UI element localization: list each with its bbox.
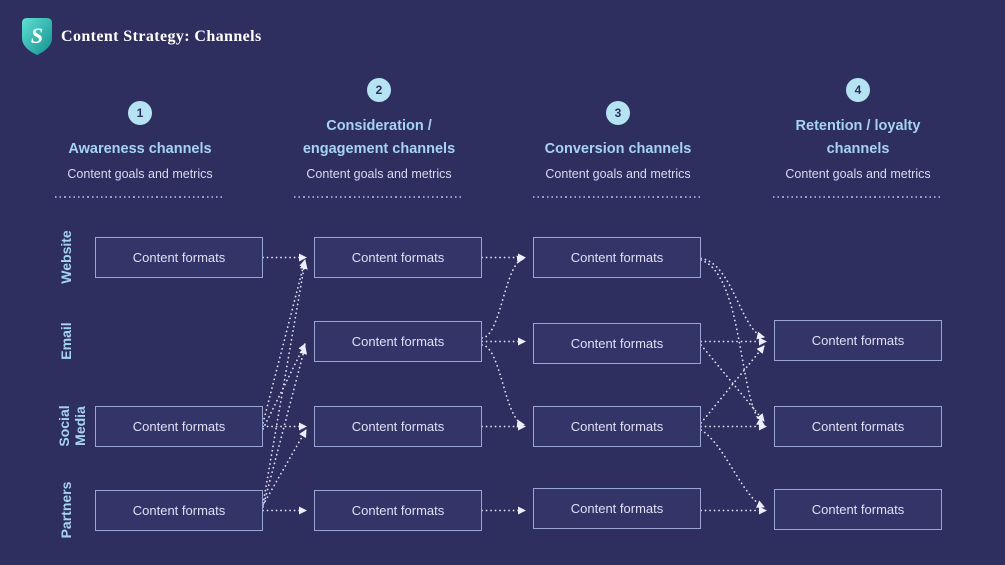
content-formats-box-social-retention: Content formats (774, 406, 942, 447)
brand-header: S Content Strategy: Channels (22, 18, 262, 55)
content-formats-box-partners-retention: Content formats (774, 489, 942, 530)
dotted-divider (773, 196, 943, 198)
step-1-badge: 1 (128, 100, 152, 125)
column-title: Consideration / engagement channels (302, 118, 456, 157)
column-title: Awareness channels (68, 140, 212, 157)
svg-text:S: S (31, 23, 43, 48)
connector (262, 259, 308, 424)
content-formats-box-partners-consideration: Content formats (314, 490, 482, 531)
connector (262, 343, 306, 430)
dotted-divider (533, 196, 703, 198)
content-formats-box-partners-awareness: Content formats (95, 490, 263, 531)
connector (700, 345, 765, 424)
connector (481, 344, 525, 428)
column-header-consideration: 2 Consideration / engagement channels Co… (294, 66, 464, 198)
connector (262, 346, 308, 508)
column-title: Conversion channels (544, 140, 692, 157)
connector (700, 344, 765, 422)
content-formats-box-email-consideration: Content formats (314, 321, 482, 362)
connector (700, 257, 765, 340)
column-subtitle: Content goals and metrics (785, 167, 931, 181)
content-formats-box-social-awareness: Content formats (95, 406, 263, 447)
column-subtitle: Content goals and metrics (545, 167, 691, 181)
connector (700, 259, 765, 426)
column-header-conversion: 3 Conversion channels Content goals and … (533, 66, 703, 198)
column-subtitle: Content goals and metrics (67, 167, 213, 181)
column-header-retention: 4 Retention / loyalty channels Content g… (773, 66, 943, 198)
step-2-badge: 2 (367, 78, 391, 103)
row-label-partners: Partners (57, 481, 74, 539)
connector (262, 261, 308, 505)
content-formats-box-email-retention: Content formats (774, 320, 942, 361)
s-shield-logo-icon: S (22, 18, 52, 55)
column-title: Retention / loyalty channels (795, 118, 921, 157)
step-4-badge: 4 (846, 78, 870, 103)
content-formats-box-website-conversion: Content formats (533, 237, 701, 278)
dotted-divider (55, 196, 225, 198)
dotted-divider (294, 196, 464, 198)
content-formats-box-website-consideration: Content formats (314, 237, 482, 278)
connector-group (262, 253, 767, 515)
column-header-awareness: 1 Awareness channels Content goals and m… (55, 66, 225, 198)
column-subtitle: Content goals and metrics (306, 167, 452, 181)
page-title: Content Strategy: Channels (61, 27, 262, 45)
content-formats-box-website-awareness: Content formats (95, 237, 263, 278)
content-formats-box-social-consideration: Content formats (314, 406, 482, 447)
connector (262, 429, 307, 506)
connector (700, 429, 765, 508)
content-formats-box-email-conversion: Content formats (533, 323, 701, 364)
content-formats-box-social-conversion: Content formats (533, 406, 701, 447)
step-3-badge: 3 (606, 100, 630, 125)
content-formats-box-partners-conversion: Content formats (533, 488, 701, 529)
connector (481, 255, 525, 339)
